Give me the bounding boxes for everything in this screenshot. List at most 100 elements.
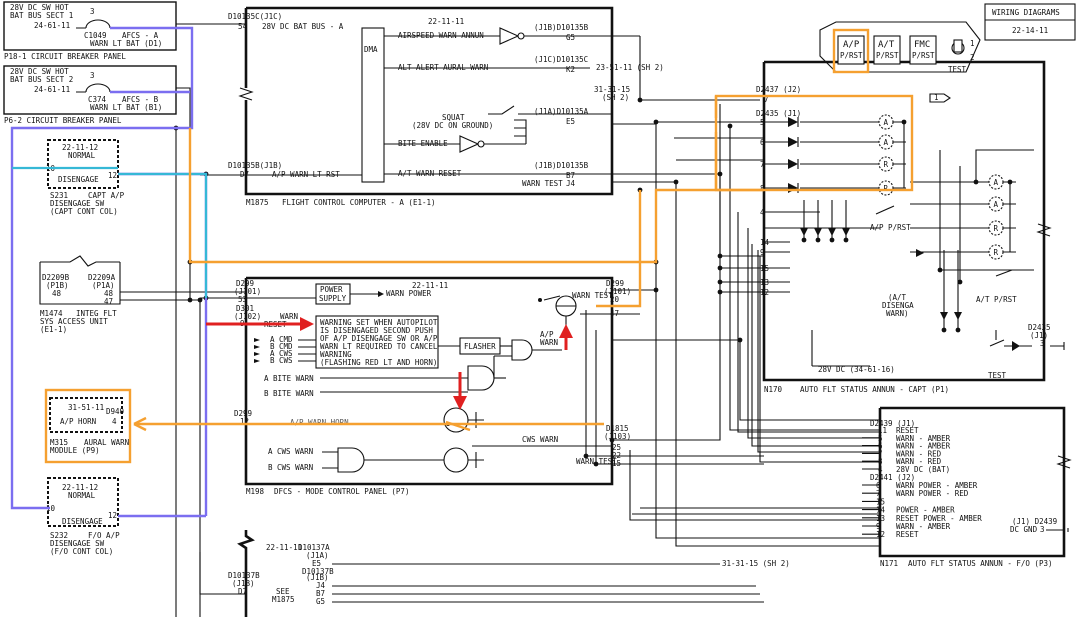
fo-pin-label: WARN - AMBER	[896, 522, 951, 531]
ap-prst-button[interactable]	[837, 35, 865, 65]
input-a-cmd: A CMD	[270, 335, 293, 344]
cb1-header-line2: BAT BUS SECT 1	[10, 11, 73, 20]
fcc-sig5: WARN TEST	[522, 179, 563, 188]
capt-conn-test2: (J1)	[1030, 331, 1048, 340]
fccb-conn-l: D10137B	[228, 571, 260, 580]
circuit-breaker-panel-2: 28V DC SW HOT BAT BUS SECT 2 24-61-11 3 …	[3, 65, 177, 125]
aural-name2: MODULE (P9)	[50, 446, 100, 455]
break-mark	[238, 87, 254, 101]
capt-diseng-line1: (A/T	[888, 293, 907, 302]
fcc-sig2-conn: (J1C)D10135C	[534, 55, 588, 64]
diode-symbol	[788, 183, 798, 193]
capt-diseng-line2: DISENGA	[882, 301, 914, 310]
wire-junction	[637, 97, 643, 103]
fccb-pin-j4: J4	[316, 581, 326, 590]
cb1-ref: 24-61-11	[34, 21, 70, 30]
fcc-squat: SQUAT	[442, 113, 465, 122]
switch-contact	[875, 205, 1013, 277]
fmc-prst-button[interactable]	[909, 35, 937, 65]
fo-pin-label: RESET POWER - AMBER	[896, 514, 982, 523]
fccb-pin-l: D7	[238, 587, 247, 596]
fcc-sig4-pin: B7	[566, 171, 575, 180]
fo-pin-label: WARN - AMBER	[896, 442, 951, 451]
warning-note-line: (FLASHING RED LT AND HORN)	[320, 358, 437, 367]
fccb-conn: D10137A	[298, 543, 330, 552]
lamp-color-letter: A	[884, 138, 889, 147]
fccb-conn3: D10137B	[302, 567, 334, 576]
cb1-label: AFCS - A	[122, 31, 159, 40]
cb1-id: C1049	[84, 31, 107, 40]
fo-sw-normal: NORMAL	[68, 491, 96, 500]
cb2-id: C374	[88, 95, 107, 104]
fo-pin-label: 28V DC (BAT)	[896, 465, 950, 474]
access-conn-1: D2209B	[42, 273, 70, 282]
test-pos-1: 1	[970, 39, 975, 48]
mcp-ref: 22-11-11	[412, 281, 448, 290]
capt-sw-name3: (CAPT CONT COL)	[50, 207, 118, 216]
wire-junction	[901, 119, 907, 125]
fcc-3131-ref2: (SH 2)	[602, 93, 629, 102]
fcc-sig1-pin: G5	[566, 33, 575, 42]
warning-note-line: WARNING SET WHEN AUTOPILOT	[320, 318, 438, 327]
capt-sw-disengage: DISENGAGE	[58, 175, 99, 184]
orange-wire-path	[133, 94, 914, 432]
wire-junction	[829, 237, 835, 243]
fo-sw-id: S232	[50, 531, 68, 540]
cb2-label: AFCS - B	[122, 95, 159, 104]
fo-pin-label: WARN - AMBER	[896, 434, 951, 443]
aural-id: M315	[50, 438, 68, 447]
fo-sw-name2: DISENGAGE SW	[50, 539, 105, 548]
power-supply-line1: POWER	[320, 285, 343, 294]
dma-block	[361, 27, 385, 183]
fcc-pin-top: 54	[238, 22, 248, 31]
fcc-sig1-conn: (J1B)D10135B	[534, 23, 589, 32]
capt-diseng-line3: WARN)	[886, 309, 909, 318]
capt-name: AUTO FLT STATUS ANNUN - CAPT (P1)	[800, 385, 949, 394]
fo-pin-label: WARN - RED	[896, 449, 942, 458]
cb2-header-line1: 28V DC SW HOT	[10, 67, 69, 76]
fo-pin-label: WARN - RED	[896, 457, 942, 466]
mcp-pin-25: 25	[612, 443, 621, 452]
fccb-pin1: E5	[312, 559, 321, 568]
access-conn-1b: (P1B)	[46, 281, 69, 290]
wire-junction	[583, 453, 589, 459]
wire-junction	[593, 461, 599, 467]
fo-pin-number: 6	[878, 442, 883, 451]
at-prst-button[interactable]	[873, 35, 901, 65]
capt-pin-number: 6	[760, 138, 765, 147]
fo-sw-ref: 22-11-12	[62, 483, 98, 492]
power-supply-line2: SUPPLY	[319, 294, 347, 303]
mcp-conn-r2: (J101)	[604, 287, 631, 296]
warning-note-line: WARNING	[320, 350, 352, 359]
red-arrows	[206, 317, 573, 410]
fo-pin-label: WARN POWER - RED	[896, 489, 969, 498]
warn-reset-line1: WARN	[280, 312, 298, 321]
ap-button-prst: P/RST	[840, 51, 863, 60]
or-gate	[337, 447, 365, 473]
fcc-squat2: (28V DC ON GROUND)	[412, 121, 493, 130]
fo-pin-label: RESET	[896, 530, 919, 539]
wire-junction	[1007, 179, 1013, 185]
mcp-pin-a: 53	[238, 295, 247, 304]
capt-test: TEST	[988, 371, 1007, 380]
capt-ap-prst: A/P P/RST	[870, 223, 911, 232]
aural-ref: 31-51-11	[68, 403, 104, 412]
cws-warn-label: CWS WARN	[522, 435, 558, 444]
wire-junction	[717, 253, 723, 259]
wire-junction	[815, 237, 821, 243]
fcc-sig2-ref: 23-51-11 (SH 2)	[596, 63, 664, 72]
fccb-3131: 31-31-15 (SH 2)	[722, 559, 790, 568]
fo-pin-number: 8	[878, 457, 883, 466]
input-b-cws: B CWS	[270, 356, 293, 365]
and-gate	[511, 339, 533, 361]
fo-pin-number: 4	[878, 465, 883, 474]
cb1-header-line1: 28V DC SW HOT	[10, 3, 69, 12]
diode-symbol	[828, 228, 836, 236]
fo-pin-label: RESET	[896, 426, 919, 435]
junction-dots	[173, 97, 1013, 467]
input-a-cws: A CWS	[270, 349, 293, 358]
flight-control-computer-a: 22-11-11 D10135C(J1C) 54 28V DC BAT BUS …	[200, 6, 664, 207]
capt-at-prst: A/T P/RST	[976, 295, 1017, 304]
warn-test-label: WARN TEST	[572, 291, 613, 300]
